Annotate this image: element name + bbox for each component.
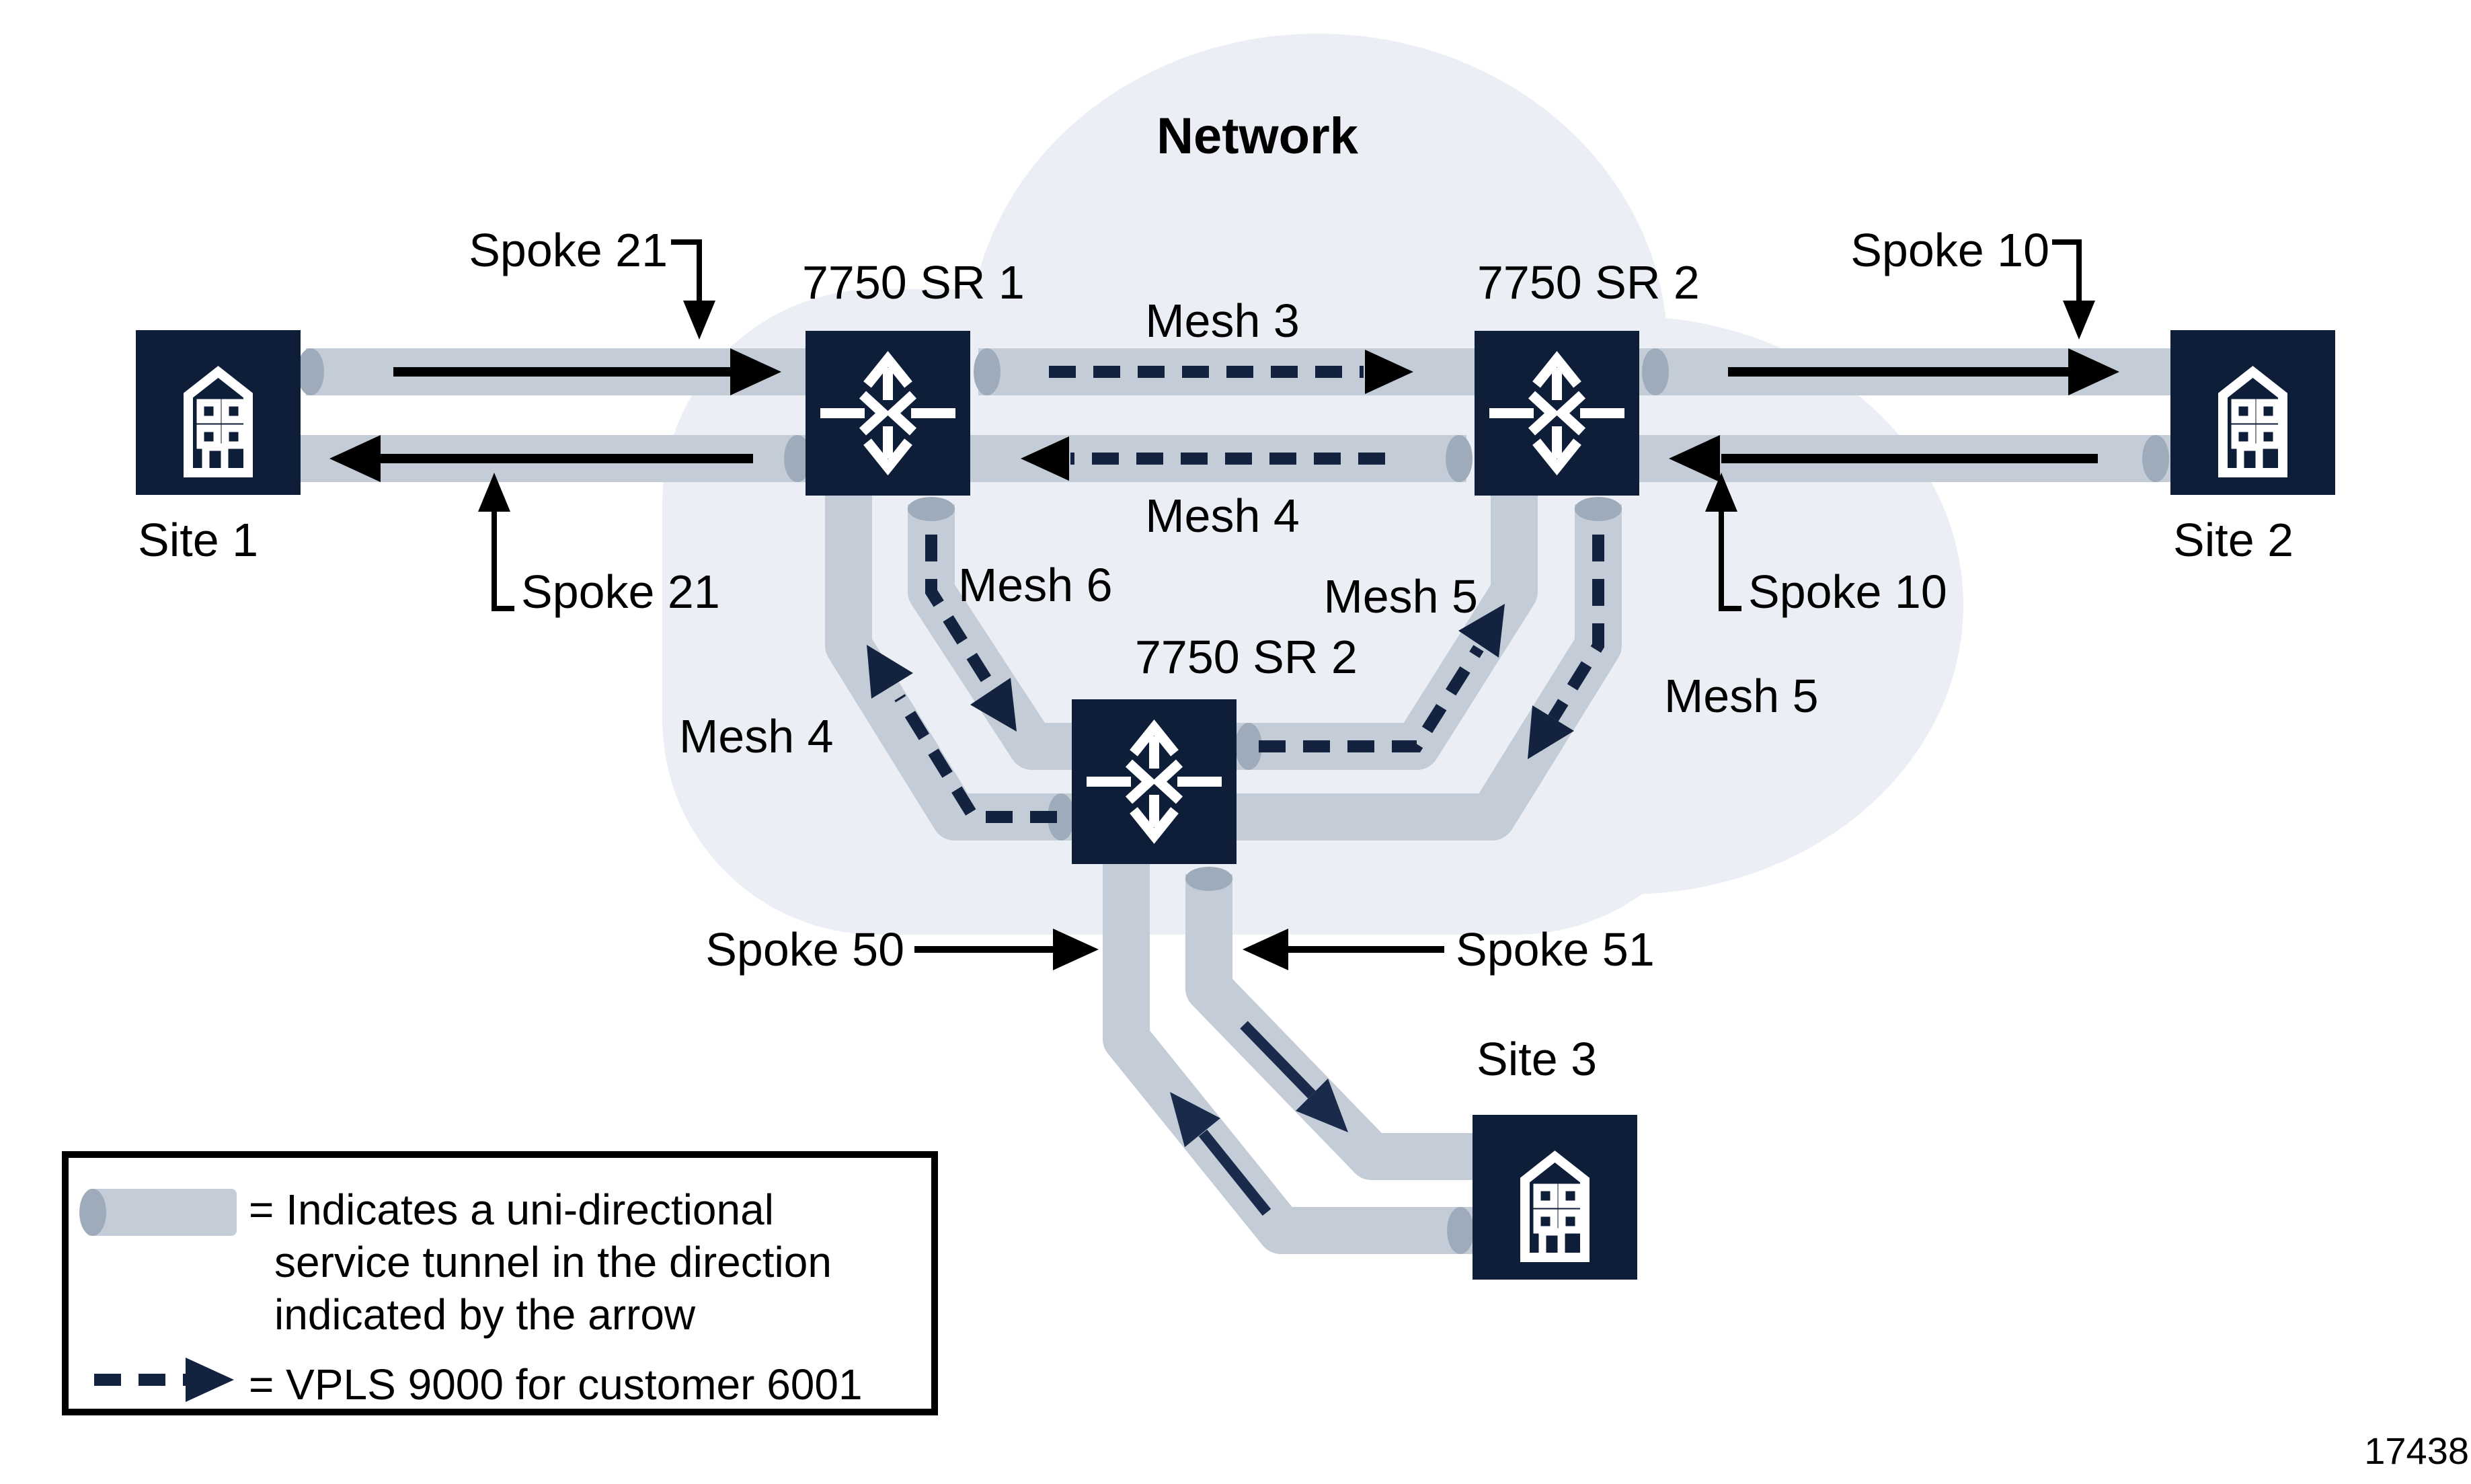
- legend-vpls-text: = VPLS 9000 for customer 6001: [249, 1360, 863, 1409]
- router-icon: [1087, 719, 1222, 844]
- site2-node: [2170, 330, 2335, 495]
- vpls-dashed-arrows: [894, 366, 1604, 823]
- mesh6-label: Mesh 6: [958, 559, 1113, 611]
- router-sr2-top-label: 7750 SR 2: [1477, 256, 1700, 309]
- spoke50-label: Spoke 50: [705, 923, 904, 976]
- router-sr2-top: [1475, 331, 1639, 496]
- spoke51-label: Spoke 51: [1456, 923, 1655, 976]
- site1-node: [136, 330, 301, 495]
- mesh5-left-label: Mesh 5: [1323, 570, 1478, 623]
- legend-box: [62, 1151, 938, 1415]
- site3-node: [1473, 1115, 1637, 1280]
- spoke21-top-label: Spoke 21: [469, 224, 668, 276]
- router-sr1: [806, 331, 970, 496]
- vpls-mesh6-dash: [925, 535, 996, 689]
- mesh5-right-label: Mesh 5: [1664, 670, 1819, 722]
- legend-tunnel-text: = Indicates a uni-directional service tu…: [249, 1183, 832, 1341]
- mesh4-top-label: Mesh 4: [1145, 490, 1300, 542]
- legend-tunnel-line2: service tunnel in the direction: [274, 1238, 832, 1286]
- building-icon: [2218, 366, 2287, 477]
- spoke21-bottom-label: Spoke 21: [521, 565, 720, 618]
- router-icon: [820, 351, 955, 475]
- site2-label: Site 2: [2173, 514, 2293, 566]
- tunnel-caps: [297, 348, 2169, 1254]
- spoke10-top-label: Spoke 10: [1850, 224, 2049, 276]
- vpls-mesh5-down-dash: [1548, 535, 1604, 721]
- router-icon: [1489, 351, 1624, 475]
- vpls-dashed-arrowheads: [867, 350, 1574, 759]
- network-title: Network: [1156, 108, 1358, 165]
- mesh3-label: Mesh 3: [1145, 295, 1300, 347]
- tunnel-mesh4-center-to-sr1: [825, 487, 1083, 841]
- building-icon: [184, 366, 253, 477]
- site3-spoke-arrows: [1170, 1021, 1348, 1216]
- vpls-symbol-icon: [94, 1358, 234, 1402]
- router-sr2-center-label: 7750 SR 2: [1135, 631, 1358, 683]
- tunnel-symbol-icon: [79, 1189, 237, 1236]
- spoke-direction-arrows: [329, 348, 2119, 482]
- legend-tunnel-line3: indicated by the arrow: [274, 1290, 696, 1339]
- figure-number: 17438: [2364, 1430, 2469, 1472]
- building-icon: [1520, 1150, 1590, 1262]
- site1-label: Site 1: [138, 514, 258, 566]
- mesh4-left-label: Mesh 4: [679, 710, 834, 763]
- router-sr1-label: 7750 SR 1: [802, 256, 1025, 309]
- vpls-mesh5-up-dash: [1259, 645, 1484, 752]
- spoke10-bottom-label: Spoke 10: [1748, 565, 1947, 618]
- label-pointers: [478, 239, 2095, 970]
- legend-tunnel-line1: = Indicates a uni-directional: [249, 1185, 774, 1234]
- site3-label: Site 3: [1477, 1033, 1597, 1085]
- router-sr2-center: [1072, 699, 1237, 864]
